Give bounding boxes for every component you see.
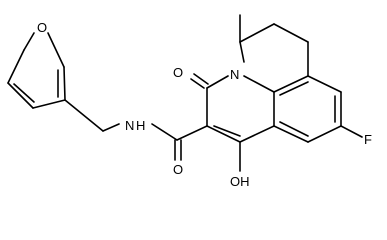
bond-ketone-2 xyxy=(193,73,209,85)
bond-bz-double-1 xyxy=(279,81,309,96)
atom-o-ketone: O xyxy=(173,65,183,80)
bond-bz-5 xyxy=(273,125,309,143)
bond-furan-1 xyxy=(23,32,35,51)
molecule-svg: O N H O N O F OH xyxy=(7,14,372,189)
bond-furan-double-1 xyxy=(13,83,35,103)
furan-ring xyxy=(7,32,66,109)
bond-bz-double-3 xyxy=(279,121,309,137)
bond-furan-6 xyxy=(47,32,65,68)
bond-n-c-amide xyxy=(151,123,178,141)
bond-furan-2 xyxy=(7,49,25,84)
bond-furan-5 xyxy=(63,66,66,101)
bond-c-f xyxy=(340,125,363,138)
bond-bz-2 xyxy=(307,75,342,93)
saturated-ring xyxy=(239,14,309,77)
bond-ketone-1 xyxy=(190,78,205,89)
bond-pyr-double-1 xyxy=(213,125,241,137)
bond-bz-4 xyxy=(307,125,342,143)
linker xyxy=(64,99,120,132)
amide-group xyxy=(151,123,208,161)
pyridinone-ring xyxy=(190,73,275,172)
bond-furan-3 xyxy=(7,82,34,109)
atom-n-ring: N xyxy=(230,67,239,82)
atom-h-amide: H xyxy=(136,118,145,133)
bond-amide-to-ring xyxy=(176,125,208,141)
atom-n-amide: N xyxy=(125,118,134,133)
bond-pyr-3 xyxy=(243,75,275,93)
bond-sat-1 xyxy=(239,23,275,43)
bond-furan-4 xyxy=(32,99,66,109)
bond-bz-1 xyxy=(273,75,309,93)
bond-pyr-6 xyxy=(206,125,241,143)
atom-f: F xyxy=(364,132,372,147)
bond-pyr-2 xyxy=(206,75,229,89)
atom-o-amide: O xyxy=(173,162,183,177)
atom-oh: OH xyxy=(230,174,250,189)
bond-pyr-5 xyxy=(239,125,275,143)
bond-sat-2 xyxy=(273,23,309,43)
bond-ch2-n xyxy=(102,123,120,132)
bond-c-ch2 xyxy=(64,99,104,132)
atom-o-furan: O xyxy=(37,20,47,35)
benzene-ring xyxy=(273,75,363,143)
structure-diagram: O N H O N O F OH xyxy=(7,14,372,189)
bond-n-cme xyxy=(239,41,245,63)
